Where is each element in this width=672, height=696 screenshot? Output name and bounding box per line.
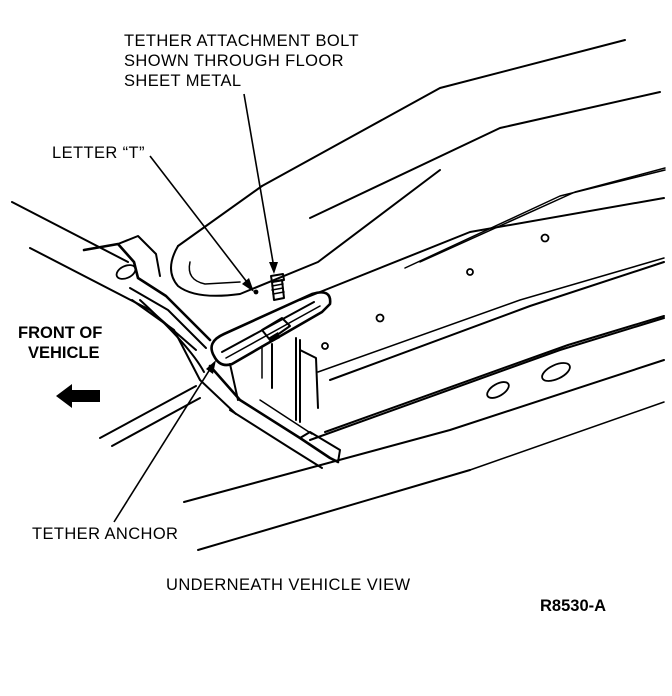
front-of-vehicle-line-2: VEHICLE <box>28 344 100 362</box>
leader-lines <box>113 93 278 523</box>
arrow-left-icon <box>56 384 100 408</box>
bolt-icon <box>253 273 285 301</box>
cross-member <box>82 235 341 469</box>
tether-bolt-line-1: TETHER ATTACHMENT BOLT <box>124 32 359 50</box>
tether-bolt-line-3: SHEET METAL <box>124 72 241 90</box>
callout-letter-t: LETTER “T” <box>52 144 145 162</box>
floor-pan <box>11 39 666 551</box>
figure-id: R8530-A <box>540 597 606 615</box>
front-of-vehicle-line-1: FRONT OF <box>18 324 102 342</box>
callout-tether-anchor: TETHER ANCHOR <box>32 525 178 543</box>
callout-front-of-vehicle: FRONT OF VEHICLE <box>18 324 102 362</box>
tether-anchor-bracket <box>210 291 332 423</box>
figure-caption: UNDERNEATH VEHICLE VIEW <box>166 576 411 594</box>
callout-tether-bolt: TETHER ATTACHMENT BOLT SHOWN THROUGH FLO… <box>124 32 359 90</box>
tether-bolt-line-2: SHOWN THROUGH FLOOR <box>124 52 344 70</box>
